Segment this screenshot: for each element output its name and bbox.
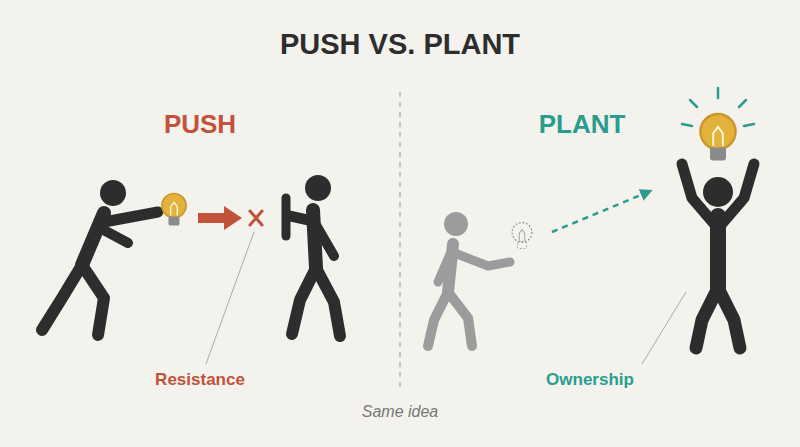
figure-head <box>100 180 126 206</box>
leader-line <box>206 232 254 364</box>
figure-arm <box>104 212 158 222</box>
callout-label: Resistance <box>155 370 245 390</box>
figure-arm <box>438 254 450 282</box>
plant-arrow <box>552 192 648 232</box>
caption: Same idea <box>362 403 439 421</box>
light-bulb <box>700 114 735 160</box>
push-arrow <box>198 206 242 230</box>
title: PUSH VS. PLANT <box>280 28 520 61</box>
figure-arm <box>316 225 334 256</box>
block-mark <box>250 211 262 225</box>
figure-leg <box>42 265 82 330</box>
figure-leg <box>292 268 316 334</box>
divider <box>399 92 401 392</box>
block-mark <box>250 211 262 225</box>
figure-leg <box>718 288 740 348</box>
section-heading: PUSH <box>164 109 236 140</box>
figure-arm <box>100 228 128 243</box>
light-bulb <box>162 194 186 226</box>
bulb-ray <box>739 100 746 107</box>
figure-leg <box>428 292 448 346</box>
figure-head <box>703 177 733 207</box>
leader-line <box>642 292 686 364</box>
figure-leg <box>696 288 718 348</box>
figure-hand <box>282 198 291 236</box>
figure-body <box>313 210 316 268</box>
figure-leg <box>82 265 104 335</box>
figure-arm <box>452 252 510 266</box>
figure-arm <box>720 164 754 226</box>
figure-arm <box>290 216 308 220</box>
bulb-ray <box>690 100 697 107</box>
bulb-ray <box>744 124 754 126</box>
figure-head <box>444 212 468 236</box>
bulb-ray <box>682 124 692 126</box>
section-heading: PLANT <box>539 109 626 140</box>
figure-leg <box>448 292 472 346</box>
callout-label: Ownership <box>546 370 634 390</box>
figure-leg <box>316 268 340 336</box>
figure-arm <box>682 164 716 226</box>
figure-head <box>305 175 331 201</box>
bulb-ray <box>717 88 720 98</box>
light-bulb <box>512 223 532 249</box>
